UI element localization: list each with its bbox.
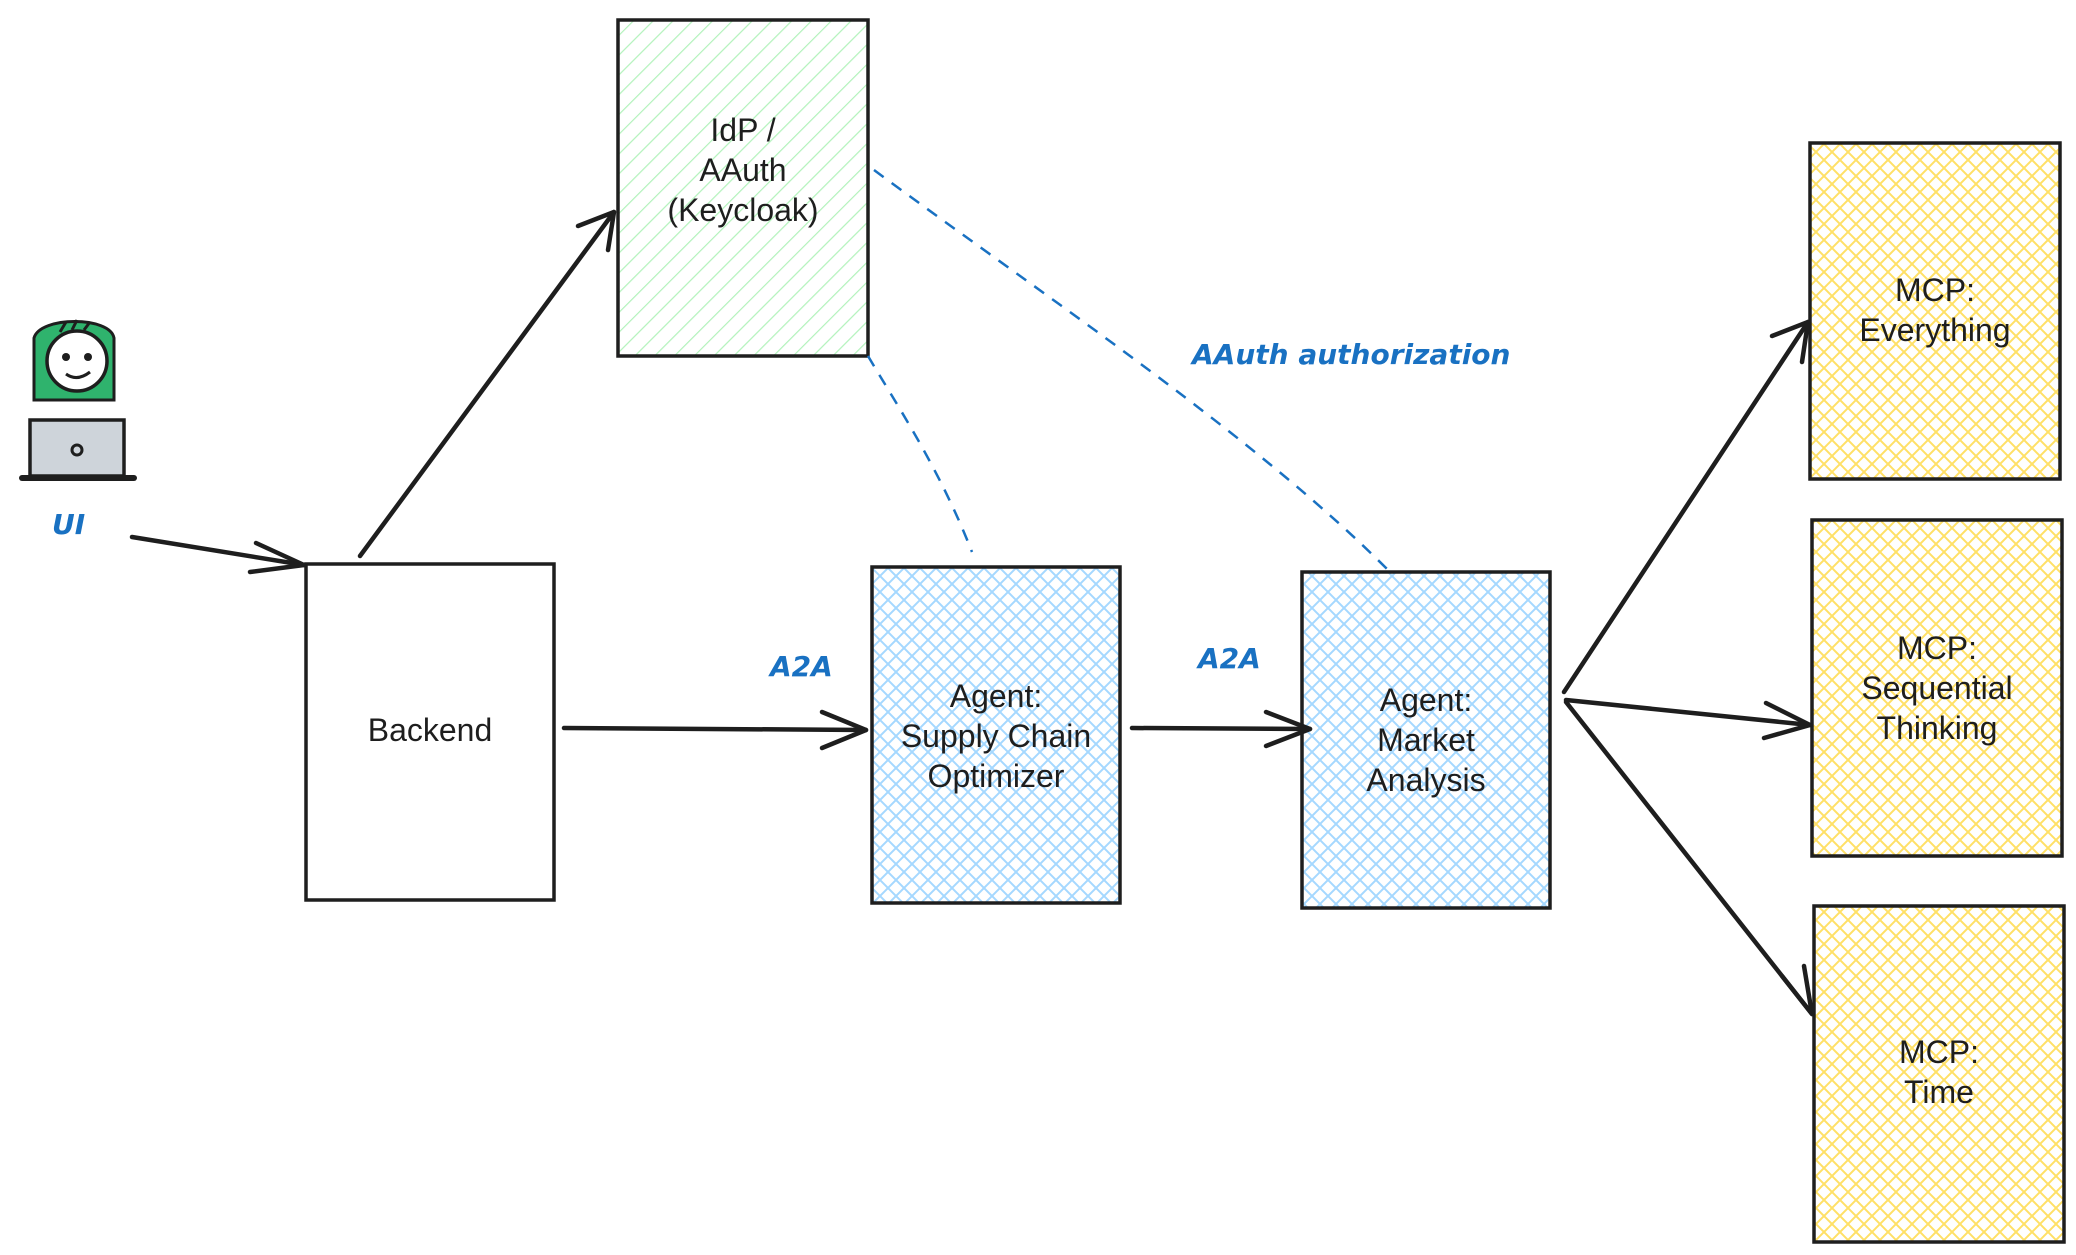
backend-box-shape — [304, 562, 556, 902]
arrow-supply-to-market-agent — [1129, 709, 1313, 749]
agent-market-box-shape — [1300, 570, 1552, 910]
arrow-market-to-mcp-time — [1563, 699, 1815, 1017]
arrow-ui-to-backend — [129, 534, 307, 575]
mcp-time-label: MCP: Time — [1899, 1034, 1979, 1110]
mcp-everything-label: MCP: Everything — [1859, 272, 2011, 348]
aauth-authorization-label: AAuth authorization — [1192, 338, 1511, 371]
ui-label: UI — [52, 508, 86, 541]
agent-supply-label: Agent: Supply Chain Optimizer — [900, 678, 1092, 794]
arrow-backend-to-supply-agent — [561, 709, 869, 751]
dashed-idp-to-market-agent — [873, 168, 1393, 575]
mcp-time-box-shape — [1812, 904, 2066, 1244]
mcp-everything-box-shape — [1808, 141, 2062, 481]
mcp-sequential-box-shape — [1810, 518, 2064, 858]
a2a-label-backend-to-supply: A2A — [770, 650, 833, 683]
mcp-sequential-label: MCP: Sequential Thinking — [1861, 630, 2013, 746]
dashed-idp-to-supply-agent — [866, 355, 974, 553]
idp-label: IdP / AAuth (Keycloak) — [667, 112, 819, 228]
arrow-market-to-mcp-everything — [1561, 319, 1811, 695]
a2a-label-supply-to-market: A2A — [1198, 642, 1261, 675]
arrow-market-to-mcp-sequential — [1563, 697, 1813, 741]
agent-market-label: Agent: Market Analysis — [1366, 682, 1486, 798]
agent-supply-box-shape — [870, 565, 1122, 905]
arrow-backend-to-idp — [357, 209, 617, 559]
idp-box-shape — [616, 18, 870, 358]
backend-label: Backend — [367, 712, 493, 748]
user-with-laptop-icon — [19, 319, 137, 481]
